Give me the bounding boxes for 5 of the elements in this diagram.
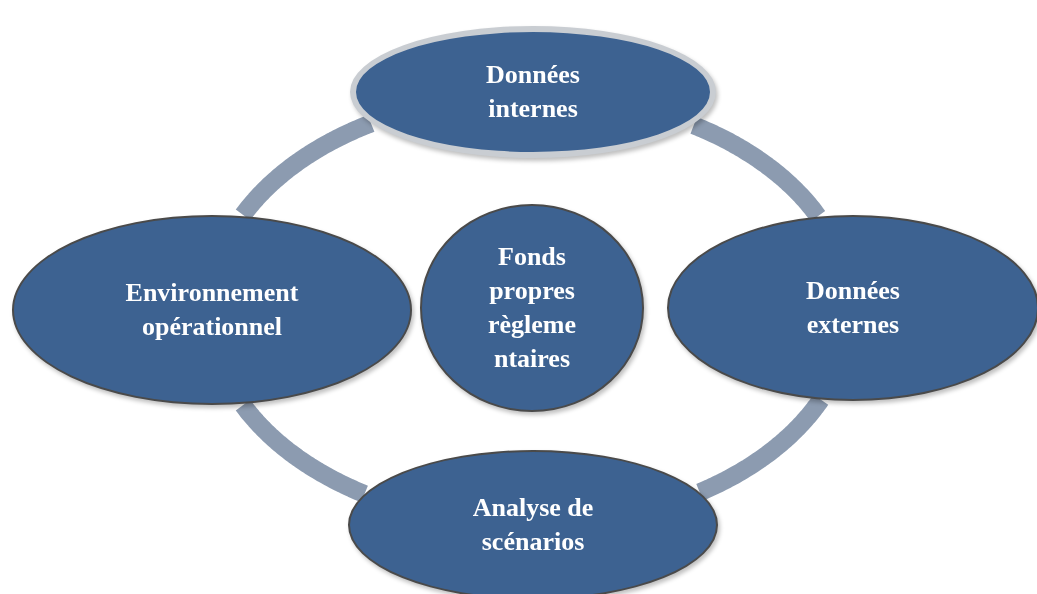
node-label: Fonds propres règleme ntaires [486,241,577,375]
node-label: Environnement opérationnel [124,277,300,343]
node-label: Données internes [485,59,581,125]
node-label: Analyse de scénarios [471,492,595,558]
node-label: Données externes [805,275,901,341]
